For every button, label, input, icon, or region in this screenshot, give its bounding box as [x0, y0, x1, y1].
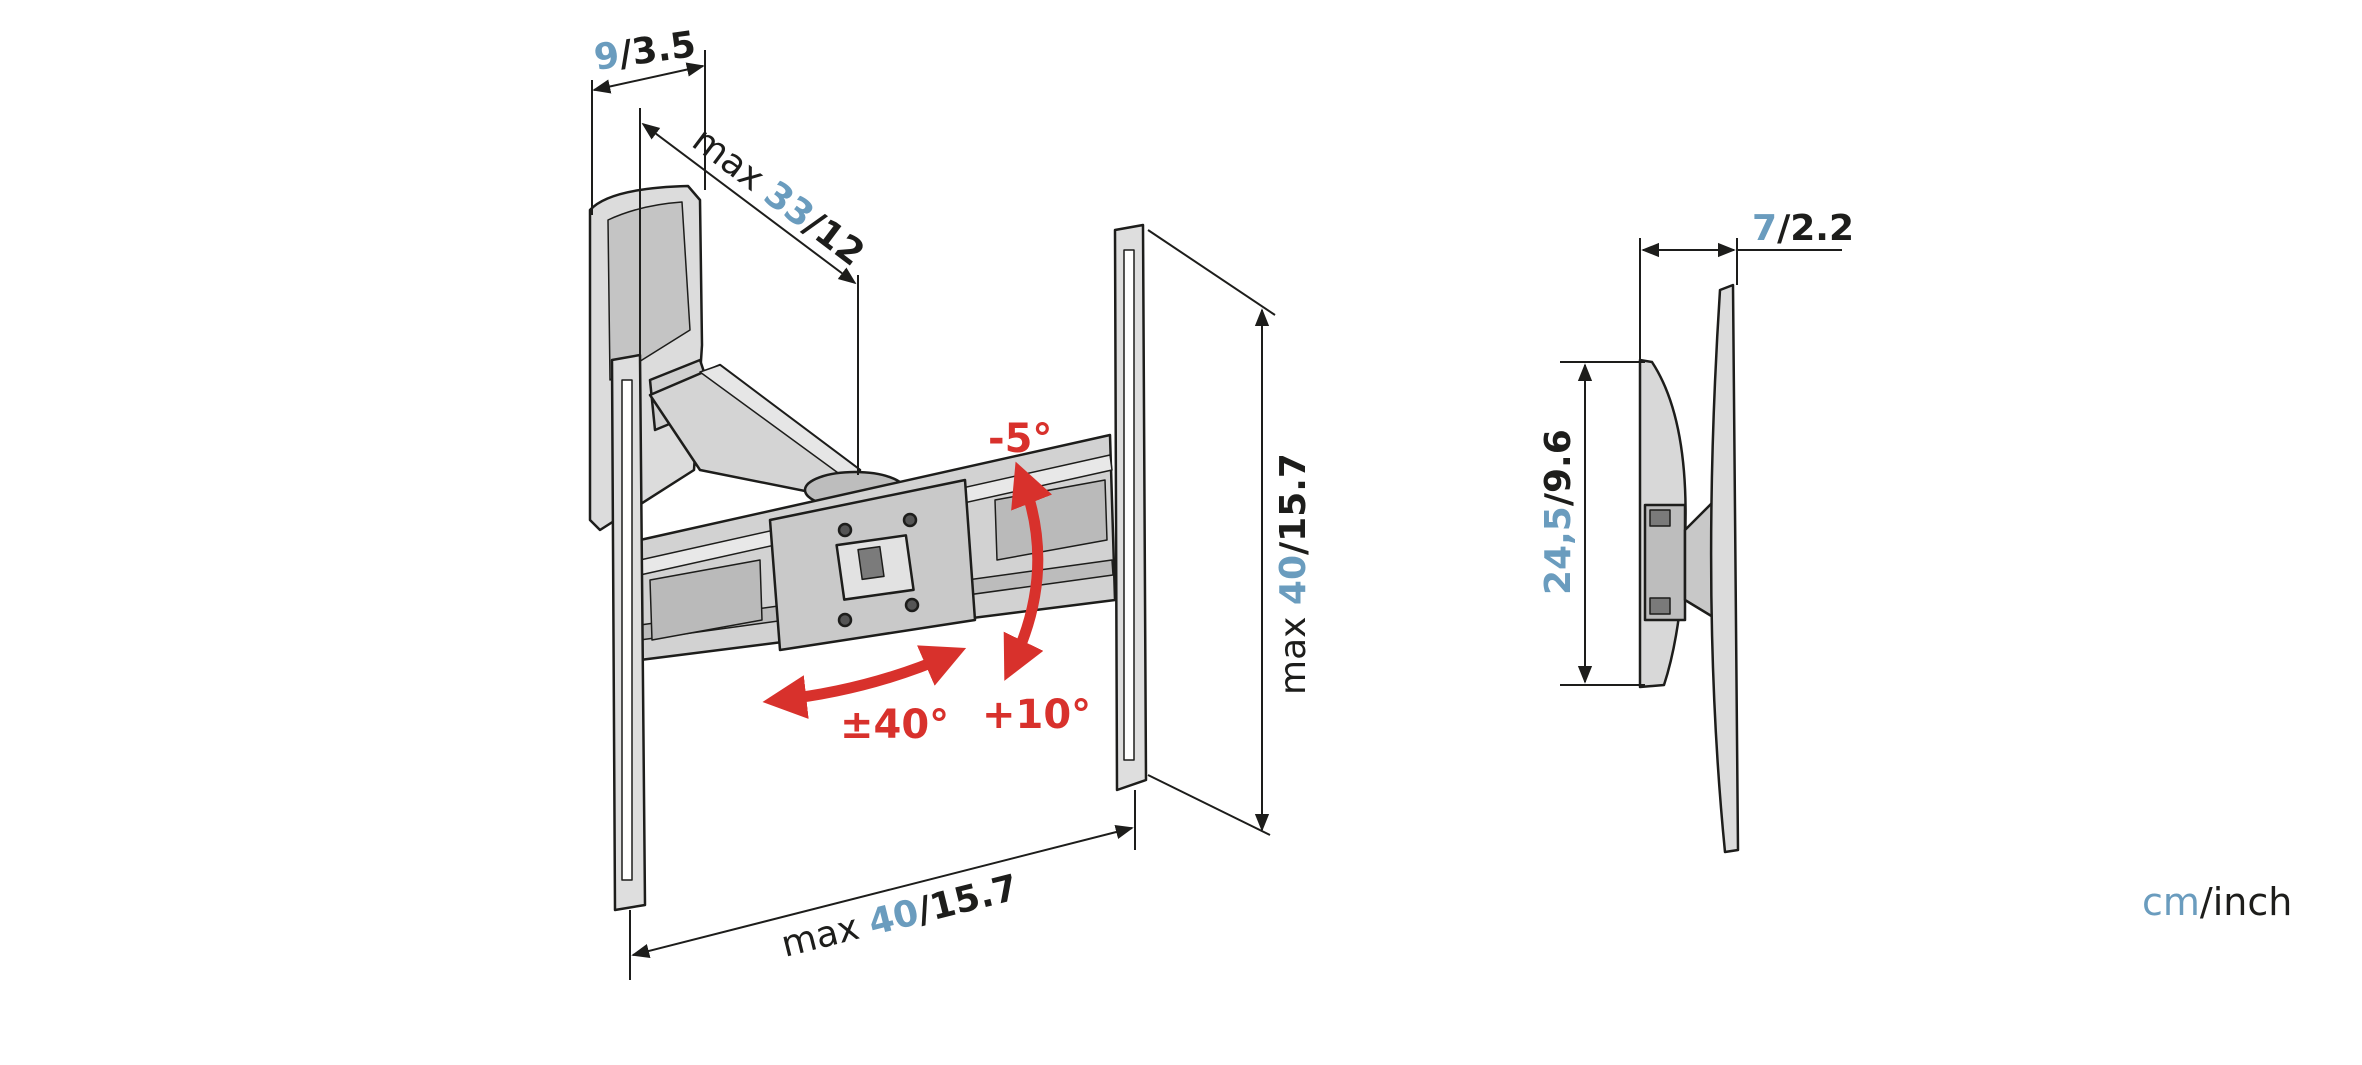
side-dimension-lines: [1560, 238, 1842, 686]
depth-min-label: 9/3.5: [592, 24, 699, 79]
units-legend: cm/inch: [2142, 880, 2292, 924]
side-height-label: 24,5/9.6: [1538, 429, 1579, 595]
rotation-arrows: [762, 461, 1053, 719]
swivel-arrow: [762, 645, 967, 719]
tilt-down-label: +10°: [982, 692, 1091, 738]
front-mount-drawing: [588, 184, 1148, 912]
tilt-up-label: -5°: [988, 416, 1052, 462]
front-dimension-lines: [591, 50, 1276, 980]
side-tv-plate: [1709, 283, 1740, 854]
arm-max-label: max 33/12: [685, 119, 872, 274]
vesa-vertical-label: max 40/15.7: [1273, 453, 1314, 695]
swivel-label: ±40°: [840, 702, 949, 748]
tilt-arrow: [1003, 461, 1053, 681]
side-depth-label: 7/2.2: [1752, 208, 1854, 249]
vesa-horizontal-label: max 40/15.7: [777, 867, 1022, 965]
side-mount-drawing: [1638, 283, 1740, 854]
